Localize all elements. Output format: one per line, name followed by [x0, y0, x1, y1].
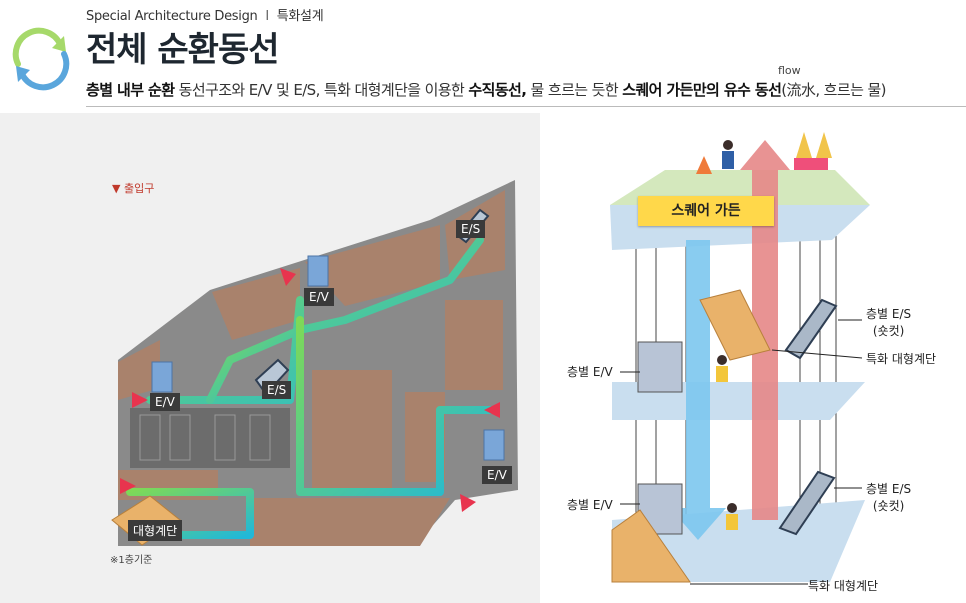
kicker-ko: 특화설계 [276, 9, 324, 24]
floor-reference-note: ※1층기준 [110, 555, 153, 566]
flow-arrow-down [670, 240, 726, 540]
es-label-lower-line1: 층별 E/S [866, 482, 912, 496]
entrance-legend: ▼ 출입구 [112, 182, 155, 195]
flow-arrow-up [740, 140, 790, 520]
subtitle-text-3: (流水, 흐르는 물) [781, 81, 886, 99]
subtitle-text-2: 물 흐르는 듯한 [526, 81, 623, 99]
entrance-marker-4 [120, 478, 136, 494]
section-kicker: Special Architecture Design I 특화설계 [86, 5, 324, 24]
diagram-stair-label-upper: 특화 대형계단 [866, 352, 937, 366]
es-label-top: E/S [456, 220, 486, 238]
subtitle-bold-2: 수직동선, [468, 81, 527, 99]
diagram-stairs [611, 289, 771, 583]
entrance-markers [120, 268, 500, 512]
people-figures [716, 140, 738, 530]
elevator-icons [151, 255, 505, 461]
entrance-marker-2 [132, 392, 148, 408]
entrance-marker-3 [484, 402, 500, 418]
subtitle-text-1: 동선구조와 E/V 및 E/S, 특화 대형계단을 이용한 [174, 81, 469, 99]
entrance-marker-5 [460, 494, 476, 512]
diagram-ev-label-upper: 층별 E/V [567, 365, 613, 379]
diagram-es-label-upper: 층별 E/S (숏컷) [866, 305, 911, 339]
es-label-center: E/S [262, 381, 292, 399]
page-title: 전체 순환동선 [86, 30, 280, 70]
entrance-marker-1 [280, 268, 296, 286]
circulation-flow-paths [126, 236, 494, 539]
ev-label-left: E/V [150, 393, 180, 411]
leader-lines [620, 319, 863, 585]
flow-annotation: flow [778, 64, 801, 77]
floorplan-map [111, 180, 518, 546]
diagram-stair-label-lower: 특화 대형계단 [808, 579, 879, 593]
diagram-elevators [637, 341, 683, 535]
square-garden-label: 스퀘어 가든 [638, 196, 774, 226]
subtitle-bold-3: 스퀘어 가든만의 유수 동선 [622, 81, 782, 99]
diagram-ev-label-lower: 층별 E/V [567, 498, 613, 512]
page-subtitle: 층별 내부 순환 동선구조와 E/V 및 E/S, 특화 대형계단을 이용한 수… [86, 79, 886, 100]
stair-label: 대형계단 [128, 520, 183, 541]
es-label-upper-line1: 층별 E/S [866, 307, 912, 321]
rooftop-decor [696, 132, 832, 174]
subtitle-bold-1: 층별 내부 순환 [86, 81, 175, 99]
es-label-lower-line2: (숏컷) [872, 499, 905, 513]
vertical-flow-diagram [610, 132, 870, 585]
cycle-arrows-icon [12, 27, 70, 91]
diagram-escalators [778, 298, 838, 536]
es-label-upper-line2: (숏컷) [872, 324, 905, 338]
ev-label-top: E/V [304, 288, 334, 306]
restroom-core [130, 408, 290, 468]
page-header: Special Architecture Design I 특화설계 전체 순환… [0, 0, 966, 112]
diagram-es-label-lower: 층별 E/S (숏컷) [866, 480, 911, 514]
ev-label-right: E/V [482, 466, 512, 484]
kicker-en: Special Architecture Design [86, 9, 258, 24]
kicker-separator: I [265, 9, 269, 24]
header-divider [86, 106, 966, 107]
